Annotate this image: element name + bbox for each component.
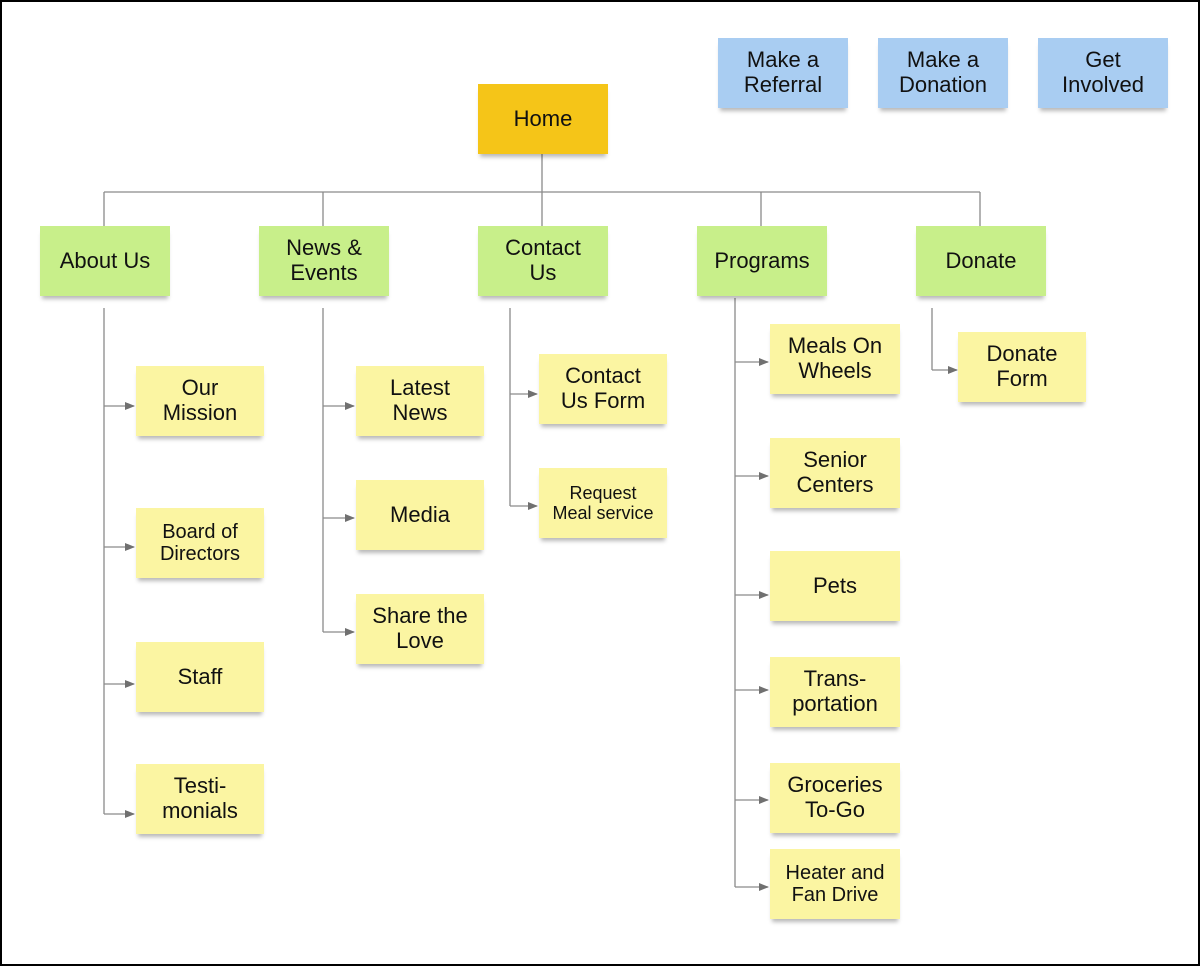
section-label: News & Events	[286, 235, 362, 285]
root-label: Home	[513, 105, 573, 131]
section-contact-us: Contact Us	[478, 226, 608, 296]
page-label: Pets	[812, 572, 858, 598]
page-label: Our Mission	[162, 375, 238, 425]
page-label: Trans- portation	[792, 666, 878, 716]
page-pets: Pets	[770, 551, 900, 621]
page-label: Request Meal service	[552, 482, 654, 523]
section-label: Contact Us	[505, 235, 581, 285]
cta-label: Get Involved	[1062, 47, 1144, 97]
page-heater-and-fan-drive: Heater and Fan Drive	[770, 849, 900, 919]
page-donate-form: Donate Form	[958, 332, 1086, 402]
cta-make-donation: Make a Donation	[878, 38, 1008, 108]
cta-get-involved: Get Involved	[1038, 38, 1168, 108]
page-senior-centers: Senior Centers	[770, 438, 900, 508]
page-testimonials: Testi- monials	[136, 764, 264, 834]
page-label: Groceries To-Go	[787, 772, 883, 822]
section-label: About Us	[59, 247, 151, 273]
page-label: Latest News	[390, 375, 450, 425]
page-board-of-directors: Board of Directors	[136, 508, 264, 578]
page-label: Share the Love	[372, 603, 468, 653]
cta-make-referral: Make a Referral	[718, 38, 848, 108]
page-label: Testi- monials	[162, 773, 238, 823]
section-donate: Donate	[916, 226, 1046, 296]
page-label: Media	[390, 501, 450, 527]
section-about-us: About Us	[40, 226, 170, 296]
page-label: Contact Us Form	[560, 363, 646, 413]
page-label: Meals On Wheels	[787, 333, 883, 383]
root-node-home: Home	[478, 84, 608, 154]
section-news-events: News & Events	[259, 226, 389, 296]
section-label: Programs	[714, 247, 810, 273]
page-share-the-love: Share the Love	[356, 594, 484, 664]
page-staff: Staff	[136, 642, 264, 712]
page-label: Heater and Fan Drive	[785, 861, 885, 906]
page-meals-on-wheels: Meals On Wheels	[770, 324, 900, 394]
page-label: Senior Centers	[796, 447, 874, 497]
cta-label: Make a Referral	[743, 47, 823, 97]
section-programs: Programs	[697, 226, 827, 296]
page-contact-us-form: Contact Us Form	[539, 354, 667, 424]
section-label: Donate	[945, 247, 1017, 273]
page-request-meal-service: Request Meal service	[539, 468, 667, 538]
page-label: Donate Form	[986, 341, 1058, 391]
page-media: Media	[356, 480, 484, 550]
page-groceries-to-go: Groceries To-Go	[770, 763, 900, 833]
page-latest-news: Latest News	[356, 366, 484, 436]
page-transportation: Trans- portation	[770, 657, 900, 727]
page-label: Board of Directors	[159, 520, 240, 565]
page-label: Staff	[177, 663, 223, 689]
page-our-mission: Our Mission	[136, 366, 264, 436]
cta-label: Make a Donation	[898, 47, 988, 97]
